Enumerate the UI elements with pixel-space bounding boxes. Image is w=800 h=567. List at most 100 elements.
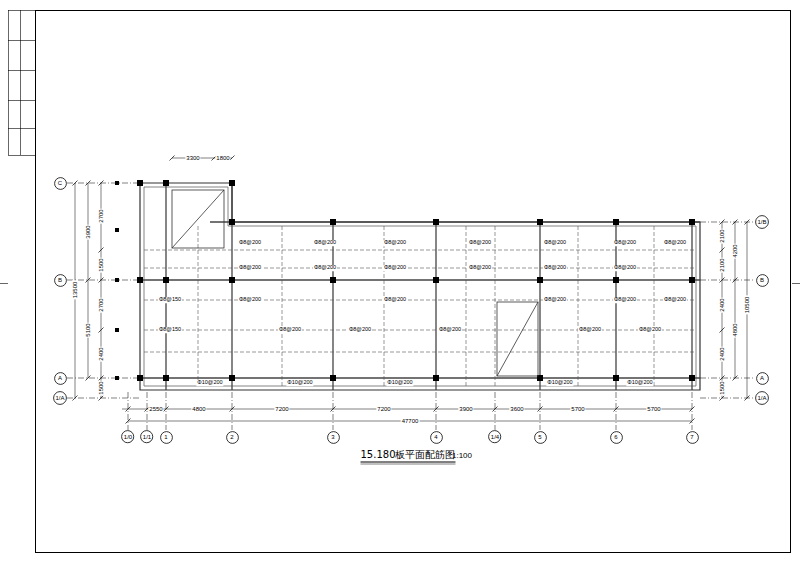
rebar-note: Φ10@200 — [626, 380, 653, 386]
rebar-note: Φ8@200 — [613, 265, 637, 271]
dimension-text: 3900 — [85, 224, 91, 239]
axis-label: B — [756, 274, 769, 284]
rebar-note: Φ8@200 — [278, 327, 302, 333]
rebar-note: Φ8@200 — [238, 240, 262, 246]
stair-opening — [497, 302, 538, 376]
rebar-note: Φ8@150 — [158, 327, 182, 333]
slab-grid — [144, 330, 696, 331]
beam-line — [539, 222, 540, 390]
axis-line — [540, 392, 541, 430]
axis-bubble: B — [54, 274, 67, 287]
slab-grid — [384, 226, 385, 386]
dimension-tick — [733, 376, 738, 381]
dimension-text: 3300 — [185, 155, 200, 161]
dimension-text: 2550 — [148, 406, 163, 412]
slab-grid — [578, 226, 579, 386]
title-strip — [0, 10, 800, 284]
rebar-note: Φ8@200 — [313, 265, 337, 271]
dimension-text: 2700 — [98, 297, 104, 312]
dimension-tick — [73, 396, 78, 401]
dimension-tick — [99, 328, 104, 333]
axis-line — [692, 392, 693, 430]
rebar-note: Φ8@200 — [638, 327, 662, 333]
dimension-text: 1500 — [98, 380, 104, 395]
axis-bubble: A — [54, 372, 67, 385]
dimension-tick — [690, 419, 695, 424]
column — [689, 219, 695, 225]
dimension-text: 4800 — [732, 322, 738, 337]
dimension-text: 5100 — [85, 322, 91, 337]
axis-label: 4 — [430, 431, 443, 441]
axis-label: 7 — [686, 431, 699, 441]
axis-label: 1/1 — [140, 430, 153, 440]
column — [613, 277, 619, 283]
dimension-text: 13500 — [72, 281, 78, 300]
marker-square — [115, 376, 119, 380]
rebar-note: Φ10@200 — [386, 380, 413, 386]
axis-line — [67, 398, 140, 399]
dimension-tick — [126, 419, 131, 424]
dimension-tick — [733, 278, 738, 283]
dimension-tick — [720, 220, 725, 225]
rebar-note: Φ8@200 — [578, 327, 602, 333]
outer-wall — [140, 183, 700, 390]
dimension-tick — [538, 407, 543, 412]
axis-bubble: 1/A — [755, 391, 769, 405]
beam-line — [691, 222, 692, 390]
beam-line — [435, 222, 436, 390]
dimension-text: 5700 — [646, 406, 661, 412]
dimension-tick — [164, 407, 169, 412]
axis-label: 1 — [160, 431, 173, 441]
dimension-text: 2400 — [98, 346, 104, 361]
axis-line — [166, 392, 167, 430]
column — [689, 375, 695, 381]
rebar-note: Φ10@200 — [196, 380, 223, 386]
rebar-note: Φ8@200 — [383, 265, 407, 271]
axis-bubble: 1/A — [53, 391, 67, 405]
dimension-text: 1500 — [719, 380, 725, 395]
column — [330, 219, 336, 225]
dimension-tick — [86, 376, 91, 381]
stair-opening — [172, 190, 224, 248]
axis-line — [67, 378, 140, 379]
rebar-note: Φ8@200 — [663, 297, 687, 303]
slab-grid — [144, 250, 696, 251]
axis-bubble: A — [756, 372, 769, 385]
rebar-note: Φ8@200 — [663, 240, 687, 246]
axis-label: A — [756, 372, 769, 382]
dimension-text: 7200 — [274, 406, 289, 412]
dimension-tick — [614, 407, 619, 412]
column — [229, 219, 235, 225]
column — [229, 277, 235, 283]
axis-label: 5 — [534, 431, 547, 441]
rebar-note: Φ8@200 — [543, 265, 567, 271]
dimension-tick — [99, 248, 104, 253]
column — [689, 277, 695, 283]
plan-lines — [67, 156, 755, 465]
rebar-note: Φ10@200 — [286, 380, 313, 386]
column — [163, 375, 169, 381]
stair-diagonal — [497, 302, 538, 376]
slab-grid — [144, 352, 696, 353]
dimension-tick — [434, 407, 439, 412]
axis-line — [333, 392, 334, 430]
dimension-text: 2400 — [719, 346, 725, 361]
dimension-tick — [720, 328, 725, 333]
dimension-text: 1800 — [215, 155, 230, 161]
dimension-tick — [170, 156, 175, 161]
axis-label: B — [54, 274, 67, 284]
rebar-note: Φ8@200 — [383, 297, 407, 303]
dimension-text: 7200 — [376, 406, 391, 412]
rebar-note: Φ8@200 — [543, 240, 567, 246]
dimension-text: 5700 — [570, 406, 585, 412]
axis-line — [436, 392, 437, 430]
column — [537, 219, 543, 225]
axis-line — [232, 392, 233, 430]
axis-bubble: 1/1 — [140, 430, 153, 443]
column — [433, 277, 439, 283]
dimension-text: 47700 — [401, 418, 420, 424]
rebar-note: Φ10@200 — [546, 380, 573, 386]
beam-line — [231, 183, 232, 390]
axis-bubble: 1/0 — [121, 430, 134, 443]
